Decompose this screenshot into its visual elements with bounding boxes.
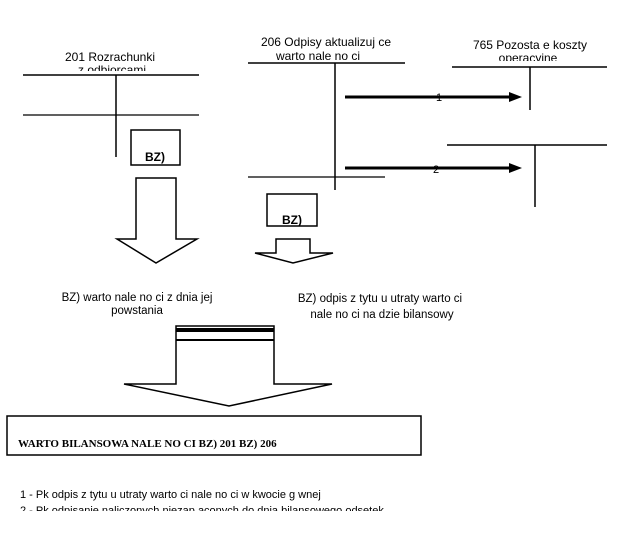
footnote-1: 1 - Pk odpis z tytu u utraty warto ci na…	[20, 489, 321, 501]
arrow-2-label: 2	[433, 164, 439, 176]
account-206-title-line2: warto nale no ci	[275, 49, 360, 63]
account-201-title: 201 Rozrachunki	[65, 50, 155, 64]
down-arrow-201	[114, 177, 200, 264]
down-arrow-206	[254, 238, 334, 264]
arrow-1-head	[509, 92, 522, 102]
bz-box-201	[130, 129, 181, 166]
caption-right-line2: nale no ci na dzie bilansowy	[310, 309, 453, 321]
down-arrow-combined	[123, 325, 333, 407]
bz-box-206-label: BZ)	[282, 213, 302, 227]
arrow-1-label: 1	[436, 92, 442, 104]
bz-box-201-label: BZ)	[145, 150, 165, 164]
account-765-subtitle: operacyjne	[499, 51, 558, 65]
caption-right-line1: BZ) odpis z tytu u utraty warto ci	[298, 293, 462, 305]
bz-box-206	[266, 193, 318, 227]
result-box-text: WARTO BILANSOWA NALE NO CI BZ) 201 BZ) 2…	[18, 438, 277, 450]
account-765-title: 765 Pozosta e koszty	[473, 38, 587, 52]
result-box	[6, 415, 422, 456]
caption-left-line1: BZ) warto nale no ci z dnia jej	[62, 292, 213, 304]
account-206-title-line1: 206 Odpisy aktualizuj ce	[261, 35, 391, 49]
arrow-2-head	[509, 163, 522, 173]
caption-left-line2: powstania	[111, 305, 163, 317]
account-201-subtitle: z odbiorcami	[78, 63, 146, 77]
footnote-2: 2 - Pk odpisanie naliczonych niezap acon…	[20, 505, 384, 517]
